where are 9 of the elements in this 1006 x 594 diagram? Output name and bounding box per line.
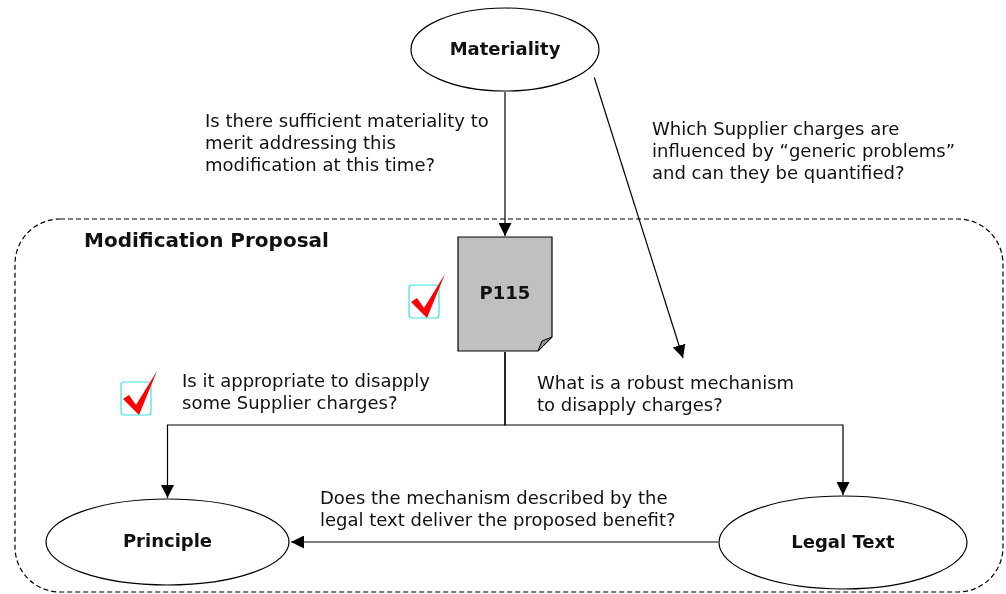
arrow <box>593 76 686 359</box>
node-label: Modification Proposal <box>84 228 329 252</box>
arrow <box>290 535 719 549</box>
node-label: Principle <box>122 530 213 551</box>
node-label: Materiality <box>449 37 561 59</box>
arrow <box>498 91 512 237</box>
arrow <box>504 351 850 496</box>
node-label: Legal Text <box>791 530 895 552</box>
node-label: P115 <box>479 282 531 303</box>
